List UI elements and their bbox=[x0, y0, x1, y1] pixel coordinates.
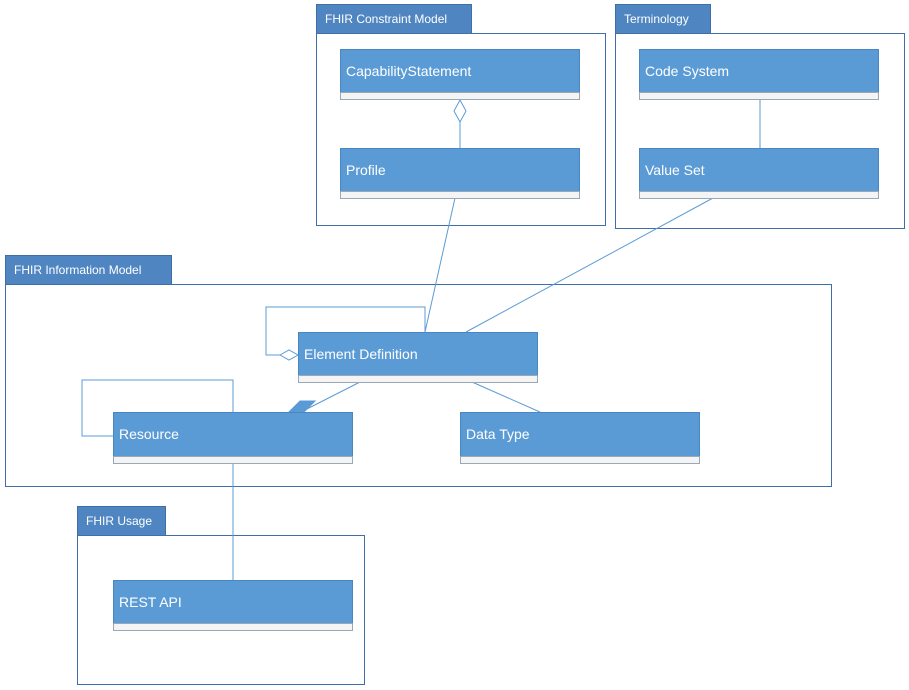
class-name: Resource bbox=[119, 426, 179, 442]
class-compartment bbox=[639, 191, 879, 199]
class-code-system[interactable]: Code System bbox=[639, 49, 879, 100]
class-compartment bbox=[639, 92, 879, 100]
class-compartment bbox=[113, 456, 353, 464]
class-name: CapabilityStatement bbox=[346, 63, 472, 79]
class-name: Value Set bbox=[645, 162, 705, 178]
class-compartment bbox=[340, 191, 580, 199]
package-tab-usage: FHIR Usage bbox=[77, 506, 166, 536]
aggregation-diamond-icon bbox=[453, 98, 467, 124]
package-tab-information-model: FHIR Information Model bbox=[5, 255, 172, 285]
class-name: Code System bbox=[645, 63, 730, 79]
class-name: Data Type bbox=[466, 426, 530, 442]
valueset-elementdef-link bbox=[465, 197, 714, 333]
package-frame-usage bbox=[77, 535, 365, 685]
elementdef-resource-link bbox=[302, 381, 361, 412]
elementdef-datatype-link bbox=[471, 381, 541, 413]
package-tab-terminology: Terminology bbox=[615, 4, 711, 34]
class-resource[interactable]: Resource bbox=[113, 412, 353, 464]
class-name: Profile bbox=[346, 162, 386, 178]
class-value-set[interactable]: Value Set bbox=[639, 148, 879, 199]
class-rest-api[interactable]: REST API bbox=[113, 580, 353, 631]
class-compartment bbox=[113, 623, 353, 631]
package-tab-constraint-model: FHIR Constraint Model bbox=[316, 4, 472, 34]
class-name: Element Definition bbox=[304, 346, 418, 362]
class-compartment bbox=[340, 92, 580, 100]
class-profile[interactable]: Profile bbox=[340, 148, 580, 199]
resource-self-link bbox=[81, 379, 234, 437]
class-element-definition[interactable]: Element Definition bbox=[298, 332, 538, 383]
class-data-type[interactable]: Data Type bbox=[460, 412, 700, 464]
package-frame-information-model bbox=[5, 284, 832, 487]
class-name: REST API bbox=[119, 594, 182, 610]
package-frame-terminology bbox=[615, 33, 905, 229]
class-capability-statement[interactable]: CapabilityStatement bbox=[340, 49, 580, 100]
elementdef-self-link bbox=[265, 306, 426, 356]
profile-elementdef-link bbox=[424, 197, 456, 333]
class-compartment bbox=[460, 456, 700, 464]
class-compartment bbox=[298, 375, 538, 383]
self-aggregation-diamond-icon bbox=[278, 349, 300, 361]
